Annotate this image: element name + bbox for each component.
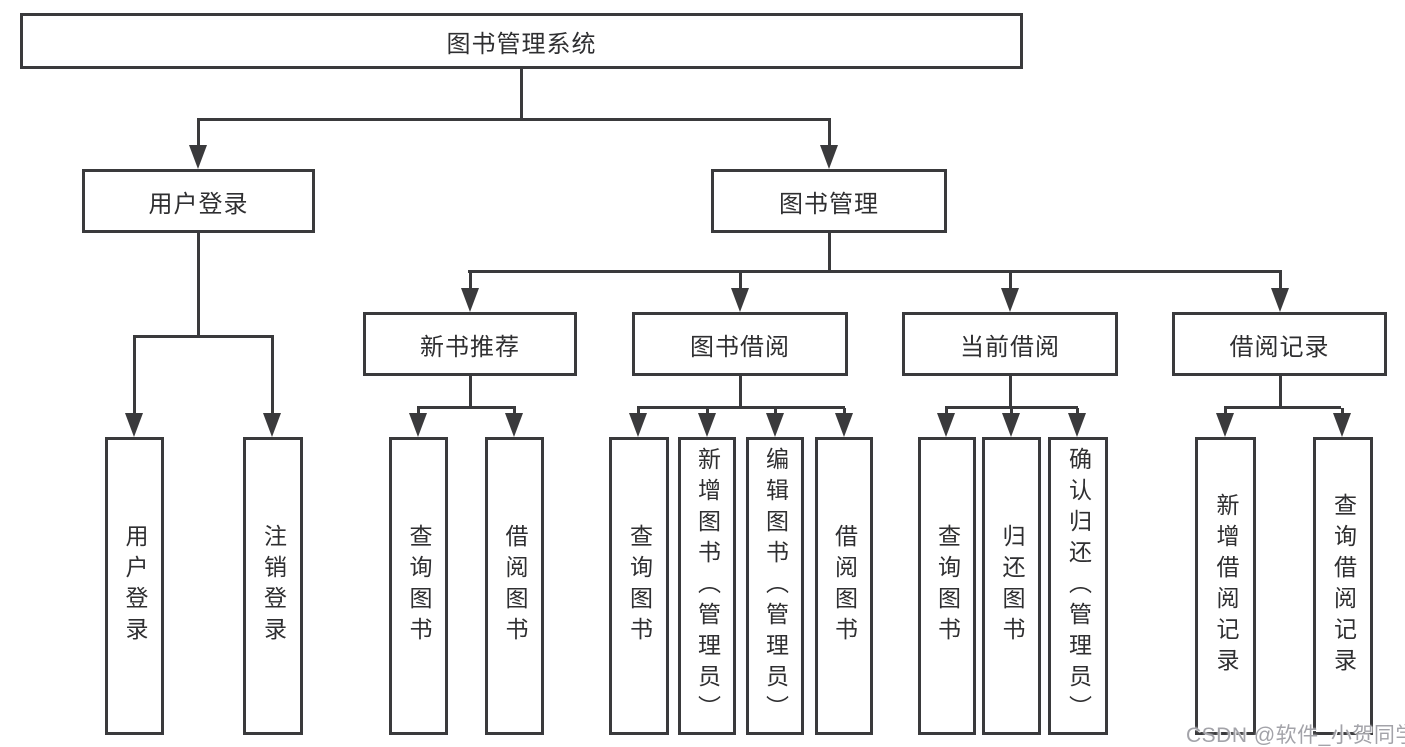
arrow-to-leaf-logout-line bbox=[271, 337, 274, 421]
node-book-borrow: 图书借阅 bbox=[632, 312, 848, 376]
arrow-to-leaf-bb-add-books bbox=[698, 413, 716, 437]
arrow-to-leaf-br-query-record bbox=[1333, 413, 1351, 437]
leaf-bb-borrow-books: 借阅图书 bbox=[815, 437, 873, 735]
leaf-nbr-borrow-books: 借阅图书 bbox=[485, 437, 544, 735]
arrow-to-leaf-cb-return-books bbox=[1002, 413, 1020, 437]
connector-bar-nbr-children bbox=[417, 406, 516, 409]
node-label: 图书管理 bbox=[779, 190, 879, 218]
arrow-to-book-borrow bbox=[731, 288, 749, 312]
arrow-to-leaf-bb-query-books bbox=[629, 413, 647, 437]
arrow-to-leaf-cb-confirm-return bbox=[1068, 413, 1086, 437]
arrow-to-current-borrow bbox=[1001, 288, 1019, 312]
arrow-to-book-management-line bbox=[828, 120, 831, 153]
node-label: 图书借阅 bbox=[690, 333, 790, 361]
arrow-to-leaf-user-login bbox=[125, 413, 143, 437]
connector-stem-book-borrow bbox=[739, 376, 742, 409]
leaf-label: 查询图书 bbox=[626, 524, 653, 648]
node-new-book-recommend: 新书推荐 bbox=[363, 312, 577, 376]
leaf-label: 归还图书 bbox=[999, 524, 1025, 648]
node-library-management-system: 图书管理系统 bbox=[20, 13, 1023, 69]
arrow-to-leaf-nbr-borrow-books bbox=[505, 413, 523, 437]
leaf-label: 查询图书 bbox=[406, 524, 432, 648]
leaf-label: 查询借阅记录 bbox=[1330, 493, 1357, 679]
connector-bar-level3 bbox=[468, 270, 1282, 273]
arrow-to-leaf-logout bbox=[263, 413, 281, 437]
leaf-label: 查询图书 bbox=[934, 524, 961, 648]
node-user-login: 用户登录 bbox=[82, 169, 315, 233]
leaf-label: 新增图书（管理员） bbox=[694, 446, 721, 726]
leaf-cb-confirm-return: 确认归还（管理员） bbox=[1048, 437, 1108, 735]
connector-stem-book-management bbox=[828, 233, 831, 273]
arrow-to-leaf-cb-query-books bbox=[937, 413, 955, 437]
arrow-to-user-login-line bbox=[197, 120, 200, 153]
leaf-label: 用户登录 bbox=[122, 524, 148, 648]
arrow-to-borrow-records bbox=[1271, 288, 1289, 312]
arrow-to-leaf-nbr-query-books bbox=[409, 413, 427, 437]
connector-stem-current-borrow bbox=[1009, 376, 1012, 409]
connector-stem-user-login bbox=[197, 233, 200, 338]
leaf-cb-return-books: 归还图书 bbox=[982, 437, 1041, 735]
leaf-logout: 注销登录 bbox=[243, 437, 303, 735]
connector-bar-br-children bbox=[1224, 406, 1341, 409]
connector-stem-borrow-records bbox=[1279, 376, 1282, 409]
node-label: 当前借阅 bbox=[960, 333, 1060, 361]
leaf-br-add-record: 新增借阅记录 bbox=[1195, 437, 1256, 735]
connector-stem-root bbox=[520, 69, 523, 120]
arrow-to-current-borrow-line bbox=[1009, 272, 1012, 296]
node-label: 用户登录 bbox=[148, 190, 249, 218]
arrow-to-user-login bbox=[189, 145, 207, 169]
leaf-nbr-query-books: 查询图书 bbox=[389, 437, 448, 735]
node-book-management: 图书管理 bbox=[711, 169, 947, 233]
arrow-to-book-management bbox=[820, 145, 838, 169]
connector-stem-new-book-recommend bbox=[469, 376, 472, 409]
leaf-label: 新增借阅记录 bbox=[1213, 493, 1239, 679]
arrow-to-borrow-records-line bbox=[1279, 272, 1282, 296]
node-current-borrow: 当前借阅 bbox=[902, 312, 1118, 376]
arrow-to-new-book-recommend-line bbox=[469, 272, 472, 296]
node-label: 图书管理系统 bbox=[446, 30, 597, 58]
leaf-label: 编辑图书（管理员） bbox=[762, 446, 789, 726]
arrow-to-leaf-user-login-line bbox=[133, 337, 136, 421]
node-borrow-records: 借阅记录 bbox=[1172, 312, 1387, 376]
connector-bar-level2 bbox=[197, 118, 831, 121]
csdn-watermark: CSDN @软件_小贺同学 bbox=[1186, 724, 1405, 747]
leaf-br-query-record: 查询借阅记录 bbox=[1313, 437, 1373, 735]
arrow-to-leaf-bb-edit-books bbox=[766, 413, 784, 437]
connector-bar-bb-children bbox=[637, 406, 845, 409]
leaf-label: 注销登录 bbox=[260, 524, 287, 648]
arrow-to-book-borrow-line bbox=[739, 272, 742, 296]
leaf-user-login: 用户登录 bbox=[105, 437, 164, 735]
arrow-to-leaf-bb-borrow-books bbox=[835, 413, 853, 437]
leaf-label: 借阅图书 bbox=[502, 524, 528, 648]
leaf-bb-add-books: 新增图书（管理员） bbox=[678, 437, 736, 735]
leaf-bb-query-books: 查询图书 bbox=[609, 437, 669, 735]
leaf-cb-query-books: 查询图书 bbox=[918, 437, 976, 735]
arrow-to-leaf-br-add-record bbox=[1216, 413, 1234, 437]
connector-bar-user-login-children bbox=[133, 335, 274, 338]
leaf-bb-edit-books: 编辑图书（管理员） bbox=[746, 437, 804, 735]
leaf-label: 借阅图书 bbox=[831, 524, 858, 648]
leaf-label: 确认归还（管理员） bbox=[1065, 446, 1092, 726]
node-label: 新书推荐 bbox=[420, 333, 520, 361]
node-label: 借阅记录 bbox=[1229, 333, 1330, 361]
connector-bar-cb-children bbox=[945, 406, 1078, 409]
arrow-to-new-book-recommend bbox=[461, 288, 479, 312]
